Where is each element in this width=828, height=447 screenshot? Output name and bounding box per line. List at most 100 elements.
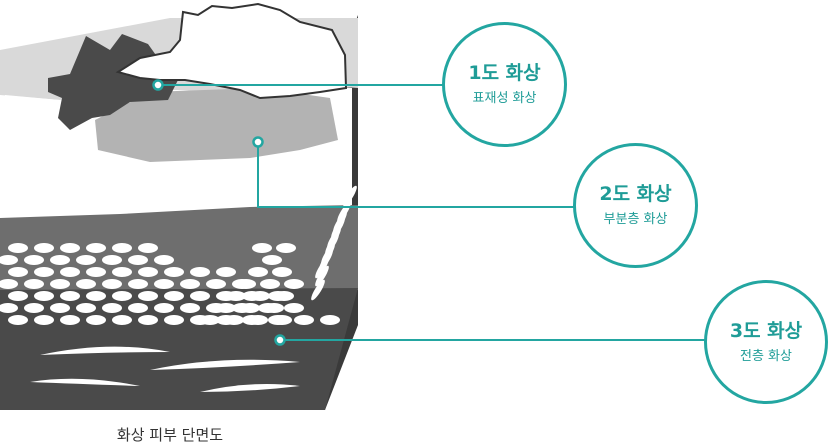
fat-cell [272,267,292,277]
fat-cell [294,315,314,325]
fat-cell [8,315,28,325]
fat-cell [138,243,158,253]
fat-cell [86,291,106,301]
fat-cell [128,255,148,265]
burn-label-third-degree: 3도 화상 전층 화상 [704,280,828,404]
fat-cell [154,279,174,289]
fat-cell [0,279,18,289]
fat-cell [154,255,174,265]
fat-cell [102,303,122,313]
fat-cell [24,279,44,289]
fat-cell [320,315,340,325]
fat-cell [276,243,296,253]
fat-cell [274,291,294,301]
burn-label-subtitle: 표재성 화상 [472,91,537,106]
fat-cell [24,255,44,265]
fat-cell [8,243,28,253]
fat-cell [240,303,260,313]
blister-region [95,88,338,162]
fat-cell [76,255,96,265]
fat-cell [8,291,28,301]
fat-cell [0,255,18,265]
fat-cell [138,267,158,277]
fat-cell [200,315,220,325]
fat-cell [60,315,80,325]
fat-cell [226,291,246,301]
fat-cell [86,243,106,253]
tissue-streaks [30,346,300,392]
burn-label-first-degree: 1도 화상 표재성 화상 [442,22,567,147]
tissue-streak [150,359,300,370]
fat-cell [190,291,210,301]
fat-cell [315,265,329,287]
fat-cell [34,315,54,325]
fat-cell [164,315,184,325]
fat-cell [138,315,158,325]
fat-cell [50,303,70,313]
fat-cell [60,267,80,277]
leader-line-2 [257,142,575,208]
fat-cell [86,267,106,277]
fat-cell [112,267,132,277]
burn-label-second-degree: 2도 화상 부분층 화상 [573,143,698,268]
fat-cell [260,279,280,289]
fat-cell [333,211,347,233]
fat-cell [60,291,80,301]
marker-dot-2 [252,136,264,148]
fat-cell [24,303,44,313]
fat-cell [112,243,132,253]
fat-cell [102,255,122,265]
burn-label-subtitle: 전층 화상 [740,348,792,364]
fat-cell [60,243,80,253]
raised-blister [115,2,348,100]
fat-cell [138,291,158,301]
fat-cell [164,291,184,301]
fat-cell [34,267,54,277]
fat-cell [272,315,292,325]
fat-cell [50,255,70,265]
fat-cell [216,267,236,277]
burn-label-title: 3도 화상 [729,319,803,342]
fat-cell [180,279,200,289]
fat-cell [216,303,236,313]
fat-cell [128,303,148,313]
fat-cell [76,303,96,313]
fat-cell [180,303,200,313]
burn-label-subtitle: 부분층 화상 [603,212,668,227]
fat-cell [34,243,54,253]
fat-cell [8,267,28,277]
fat-cell [248,267,268,277]
marker-dot-1 [152,79,164,91]
fat-cell [50,279,70,289]
fat-cell [190,267,210,277]
fat-cell [264,303,284,313]
fat-cell [112,291,132,301]
fat-cell [224,315,244,325]
fat-cell [128,279,148,289]
fat-cell [311,279,325,301]
fat-cell [102,279,122,289]
fat-cell [343,185,357,207]
diagram-caption: 화상 피부 단면도 [116,426,224,444]
fat-cell [76,279,96,289]
fat-cell [321,243,335,265]
fat-cell [250,291,270,301]
tissue-streak [200,384,300,392]
fat-cell [34,291,54,301]
fat-cell [315,257,329,279]
fat-cell [236,279,256,289]
fat-cell [154,303,174,313]
fat-cell [86,315,106,325]
fat-cell [248,315,268,325]
burn-label-title: 1도 화상 [468,62,541,84]
fat-cell [284,303,304,313]
fat-cell [262,255,282,265]
tissue-streak [30,378,140,386]
fat-cell [327,227,341,249]
tissue-streak [40,346,170,355]
fat-cell [0,303,18,313]
fat-cell [206,279,226,289]
marker-dot-3 [274,334,286,346]
